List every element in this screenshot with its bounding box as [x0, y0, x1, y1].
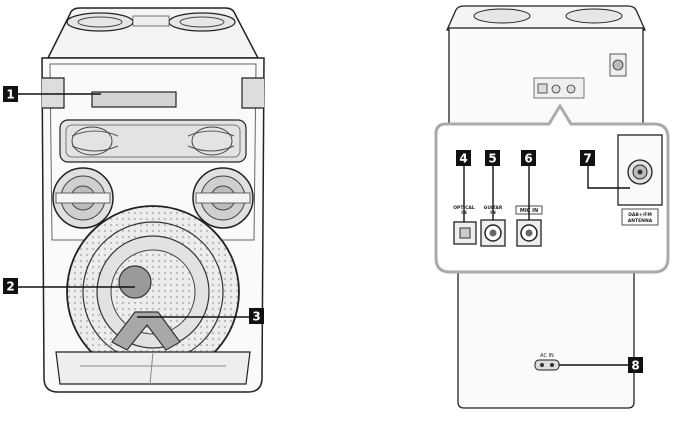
callout-badge-6: 6 [521, 150, 536, 166]
callout-number: 4 [459, 152, 467, 166]
speaker-rear-view: AC IN [445, 5, 647, 409]
callout-number: 8 [631, 359, 639, 373]
callout-number: 5 [488, 152, 496, 166]
rear-panel-zoom-bubble: OPTICAL IN GUITAR IN MIC IN DAB+/FM ANTE… [434, 103, 670, 274]
callout-number: 1 [6, 88, 14, 102]
antenna-label-line2: ANTENNA [628, 218, 653, 224]
callout-badge-5: 5 [485, 150, 500, 166]
callout-number: 7 [583, 152, 591, 166]
callout-badge-3: 3 [249, 308, 264, 324]
callout-badge-8: 8 [628, 357, 643, 373]
callout-badge-2: 2 [3, 278, 18, 294]
display-panel [91, 91, 177, 108]
ac-in-socket [534, 359, 560, 371]
callout-badge-7: 7 [580, 150, 595, 166]
antenna-label: DAB+/FM [628, 212, 652, 218]
callout-badge-4: 4 [456, 150, 471, 166]
callout-number: 3 [252, 310, 260, 324]
callout-badge-1: 1 [3, 86, 18, 102]
speaker-front-view [41, 7, 265, 393]
light-effect-chevron [111, 311, 181, 351]
callout-number: 6 [524, 152, 532, 166]
callout-number: 2 [6, 280, 14, 294]
ac-in-label: AC IN [540, 353, 554, 359]
woofer-center-cap [118, 265, 152, 299]
